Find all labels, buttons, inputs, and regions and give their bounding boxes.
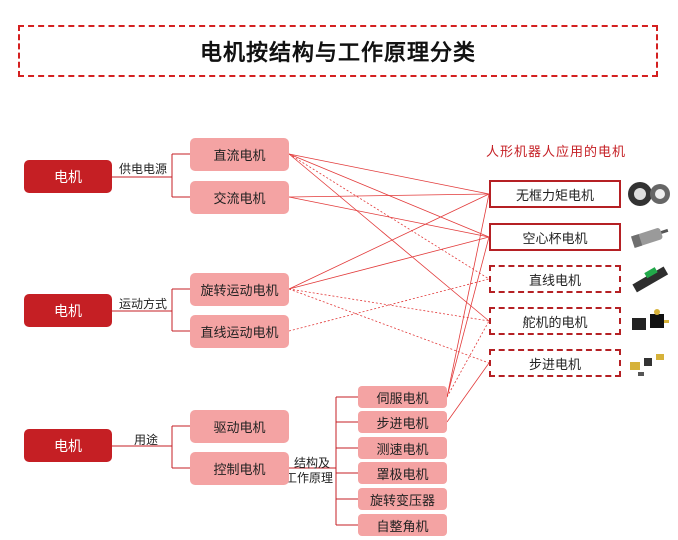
category-control-motor: 控制电机	[190, 452, 289, 485]
category-rotary-motor: 旋转运动电机	[190, 273, 289, 306]
linear-motor-image	[632, 266, 669, 293]
link-ac-coreless	[288, 196, 490, 238]
edge-label-usage: 用途	[134, 433, 159, 447]
stepper-motor-image	[630, 354, 664, 376]
humanoid-servo-motor: 舵机的电机	[489, 307, 621, 335]
control-type-synchro: 自整角机	[358, 514, 447, 536]
category-drive-motor: 驱动电机	[190, 410, 289, 443]
link-rotary-servo-motor	[288, 288, 490, 322]
link-stepper-stepper	[446, 362, 490, 423]
edge-label-supply: 供电电源	[119, 162, 168, 176]
edge-label-structure-2: 工作原理	[285, 471, 334, 485]
edge-label-motion: 运动方式	[119, 297, 168, 311]
edge-label-structure-1: 结构及	[294, 456, 331, 470]
page-title: 电机按结构与工作原理分类	[199, 41, 476, 66]
link-rotary-stepper	[288, 288, 490, 364]
root-node-supply: 电机	[24, 160, 112, 193]
root-node-usage: 电机	[24, 429, 112, 462]
tree-connector-supply	[112, 153, 190, 198]
tree-connector-usage	[112, 425, 190, 469]
control-type-resolver: 旋转变压器	[358, 488, 447, 510]
control-type-tachometer: 测速电机	[358, 437, 447, 459]
humanoid-linear-motor: 直线电机	[489, 265, 621, 293]
humanoid-stepper-motor: 步进电机	[489, 349, 621, 377]
control-type-shaded-pole: 罩极电机	[358, 462, 447, 484]
link-rotary-frameless	[288, 193, 490, 290]
link-rotary-coreless	[288, 236, 490, 290]
tree-connector-control	[289, 396, 358, 526]
category-ac-motor: 交流电机	[190, 181, 289, 214]
link-dc-servo-motor	[288, 153, 490, 322]
link-dc-frameless	[288, 153, 490, 195]
root-node-motion: 电机	[24, 294, 112, 327]
category-dc-motor: 直流电机	[190, 138, 289, 171]
coreless-motor-image	[630, 228, 669, 248]
control-type-stepper: 步进电机	[358, 411, 447, 433]
humanoid-frameless-torque-motor: 无框力矩电机	[489, 180, 621, 208]
tree-connector-motion	[112, 288, 190, 332]
control-type-servo: 伺服电机	[358, 386, 447, 408]
link-servo-servo-motor	[446, 320, 490, 398]
link-ac-frameless	[288, 193, 490, 198]
link-dc-linear	[288, 153, 490, 280]
link-linear-linear	[288, 278, 490, 332]
link-servo-frameless	[446, 193, 490, 398]
link-servo-coreless	[446, 236, 490, 398]
servo-image	[632, 309, 669, 330]
humanoid-coreless-motor: 空心杯电机	[489, 223, 621, 251]
category-linear-motion-motor: 直线运动电机	[190, 315, 289, 348]
humanoid-motors-title: 人形机器人应用的电机	[486, 145, 627, 160]
frameless-motor-image	[628, 182, 670, 206]
title-banner: 电机按结构与工作原理分类	[18, 25, 658, 77]
